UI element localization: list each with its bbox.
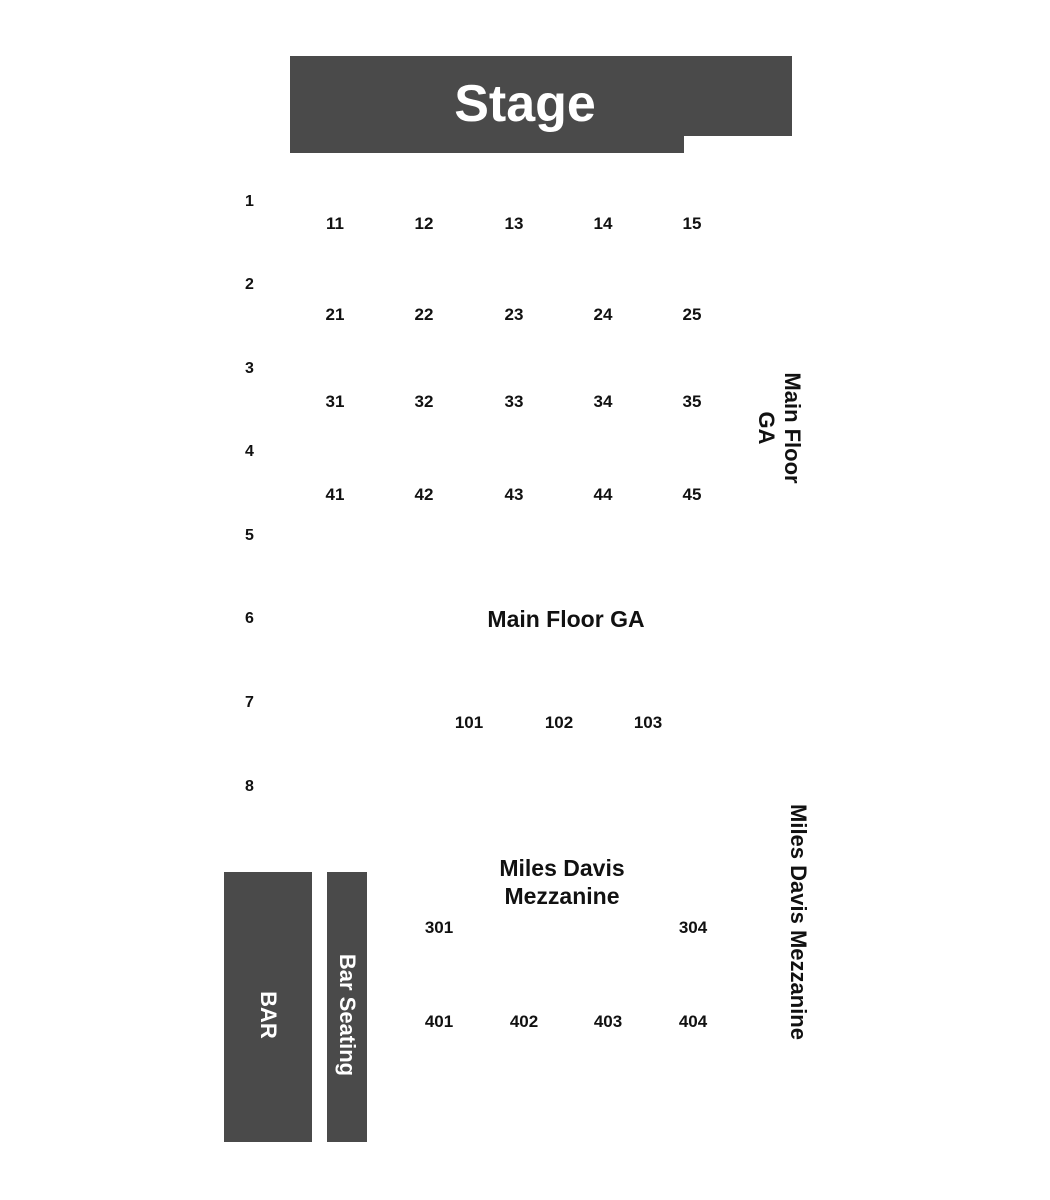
table-21[interactable]: 21 [325, 305, 345, 324]
table-34[interactable]: 34 [593, 392, 613, 411]
stage-block [290, 56, 684, 153]
table-301[interactable]: 301 [424, 918, 454, 937]
table-15[interactable]: 15 [682, 214, 702, 233]
table-24[interactable]: 24 [593, 305, 613, 324]
mezzanine-label-line2: Mezzanine [504, 883, 620, 909]
table-13[interactable]: 13 [504, 214, 524, 233]
main-floor-side-line1: Main Floor [780, 372, 805, 484]
mezzanine-label[interactable]: Miles Davis Mezzanine [442, 854, 682, 910]
table-25[interactable]: 25 [682, 305, 702, 324]
row-label: 6 [245, 610, 254, 627]
table-401[interactable]: 401 [424, 1012, 454, 1031]
table-403[interactable]: 403 [593, 1012, 623, 1031]
bar-label: BAR [256, 991, 281, 1039]
row-label: 5 [245, 527, 254, 544]
table-33[interactable]: 33 [504, 392, 524, 411]
table-41[interactable]: 41 [325, 485, 345, 504]
table-304[interactable]: 304 [678, 918, 708, 937]
stage-label: Stage [454, 75, 596, 133]
table-32[interactable]: 32 [414, 392, 434, 411]
table-404[interactable]: 404 [678, 1012, 708, 1031]
table-43[interactable]: 43 [504, 485, 524, 504]
main-floor-ga-side-label[interactable]: Main Floor GA [751, 363, 805, 493]
table-42[interactable]: 42 [414, 485, 434, 504]
table-35[interactable]: 35 [682, 392, 702, 411]
table-12[interactable]: 12 [414, 214, 434, 233]
table-31[interactable]: 31 [325, 392, 345, 411]
row-label: 2 [245, 276, 254, 293]
main-floor-side-line2: GA [754, 411, 779, 445]
table-44[interactable]: 44 [593, 485, 613, 504]
main-floor-ga-label[interactable]: Main Floor GA [487, 606, 645, 632]
bar-seating-block[interactable] [327, 872, 367, 1142]
table-14[interactable]: 14 [593, 214, 613, 233]
bar-seating-label: Bar Seating [335, 953, 360, 1077]
table-45[interactable]: 45 [682, 485, 702, 504]
table-402[interactable]: 402 [509, 1012, 539, 1031]
table-103[interactable]: 103 [633, 713, 663, 732]
mezzanine-label-line1: Miles Davis [499, 855, 625, 881]
table-101[interactable]: 101 [454, 713, 484, 732]
row-label: 3 [245, 360, 254, 377]
table-11[interactable]: 11 [326, 214, 344, 233]
table-102[interactable]: 102 [544, 713, 574, 732]
row-label: 4 [245, 443, 254, 460]
row-label: 1 [245, 193, 254, 210]
stage-block-extension [684, 56, 792, 136]
bar-block[interactable] [224, 872, 312, 1142]
table-23[interactable]: 23 [504, 305, 524, 324]
table-22[interactable]: 22 [414, 305, 434, 324]
mezzanine-side-label[interactable]: Miles Davis Mezzanine [786, 804, 811, 1040]
row-label: 8 [245, 778, 254, 795]
row-label: 7 [245, 694, 254, 711]
